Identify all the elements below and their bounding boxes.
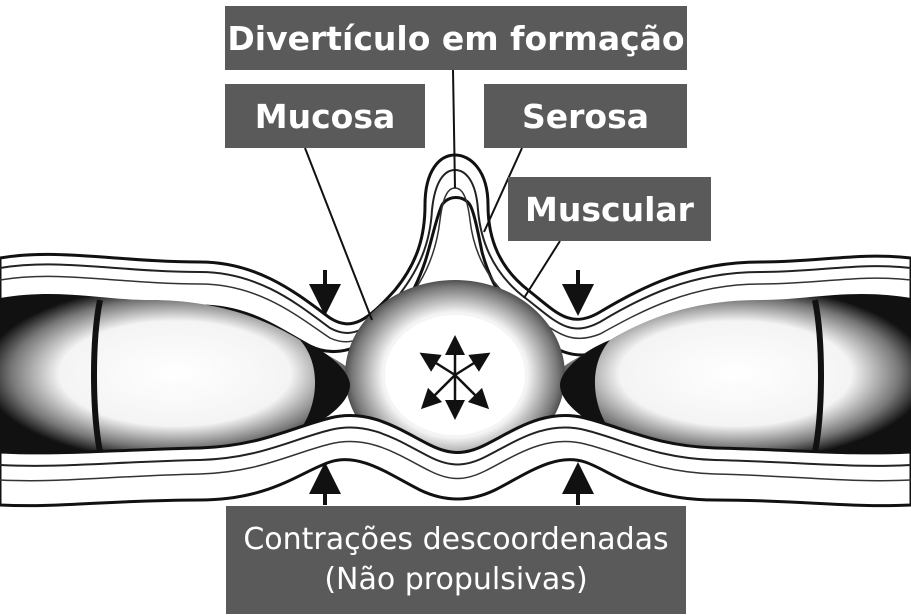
label-mucosa: Mucosa (225, 84, 425, 148)
leader-mucosa (304, 147, 373, 321)
label-contracoes-line2: (Não propulsivas) (324, 562, 588, 597)
leader-lines (304, 69, 561, 321)
label-diverticulo: Divertículo em formação (225, 6, 687, 70)
label-serosa-text: Serosa (521, 96, 649, 136)
contraction-arrows (309, 270, 594, 505)
label-mucosa-text: Mucosa (254, 96, 396, 136)
pressure-arrows (419, 335, 491, 420)
leader-diverticulo (452, 69, 456, 189)
label-contracoes-line1: Contrações descoordenadas (243, 522, 669, 557)
label-diverticulo-text: Divertículo em formação (227, 18, 685, 58)
leader-muscular (523, 240, 561, 299)
label-serosa: Serosa (484, 84, 687, 148)
label-muscular-text: Muscular (525, 189, 694, 229)
leader-serosa (483, 147, 523, 233)
label-muscular: Muscular (508, 177, 711, 241)
lumen-segments (0, 280, 911, 470)
label-contracoes: Contrações descoordenadas (Não propulsiv… (226, 506, 686, 614)
